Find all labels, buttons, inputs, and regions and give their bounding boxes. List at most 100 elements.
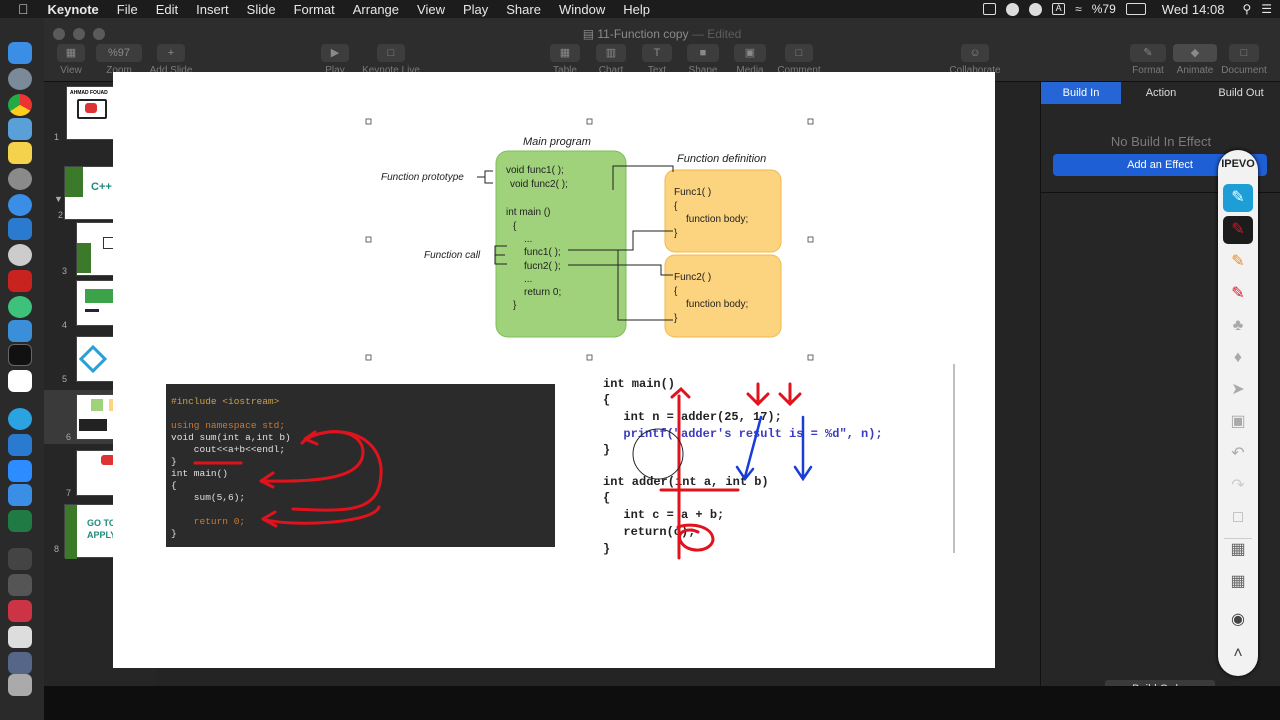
close-window-button[interactable] xyxy=(53,28,65,40)
excel-icon[interactable] xyxy=(8,510,32,532)
menu-share[interactable]: Share xyxy=(495,1,541,17)
tab-build-in[interactable]: Build In xyxy=(1041,82,1121,104)
collapse-chevron-icon[interactable]: ˄ xyxy=(1233,645,1243,662)
menu-window[interactable]: Window xyxy=(548,1,605,17)
recent-window-5[interactable] xyxy=(8,652,32,674)
telegram-icon[interactable] xyxy=(8,408,32,430)
safari-icon[interactable] xyxy=(8,194,32,216)
red-marker-icon[interactable]: ✎ xyxy=(1231,285,1245,302)
undo-icon[interactable]: ↶ xyxy=(1231,445,1245,462)
ipevo-highlighter-icon[interactable]: ✎ xyxy=(1223,184,1253,212)
android-icon[interactable] xyxy=(8,296,32,318)
selection-handles[interactable] xyxy=(365,118,814,361)
xcode-icon[interactable] xyxy=(8,320,32,342)
menu-edit[interactable]: Edit xyxy=(145,1,178,17)
minimize-window-button[interactable] xyxy=(73,28,85,40)
main-line: void func1( ); xyxy=(506,165,564,176)
play-label: Play xyxy=(325,65,345,76)
shape-button[interactable]: ■Shape xyxy=(687,44,719,76)
func2-line: { xyxy=(674,286,678,297)
zoom-window-button[interactable] xyxy=(93,28,105,40)
vscode-icon[interactable] xyxy=(8,218,32,240)
cursor-circle xyxy=(632,428,684,480)
stamp-icon[interactable]: ♣ xyxy=(1232,317,1244,334)
notes-icon[interactable] xyxy=(8,142,32,164)
tab-action[interactable]: Action xyxy=(1145,87,1177,99)
red-pen-icon[interactable]: ✎ xyxy=(1223,216,1253,244)
spotlight-icon[interactable]: ⚲ xyxy=(1242,2,1252,16)
finder-icon[interactable] xyxy=(8,42,32,64)
filezilla-icon[interactable] xyxy=(8,270,32,292)
menu-format[interactable]: Format xyxy=(283,1,335,17)
add-effect-button[interactable]: Add an Effect xyxy=(1053,154,1267,176)
menu-arrange[interactable]: Arrange xyxy=(342,1,399,17)
orange-pen-icon[interactable]: ✎ xyxy=(1231,253,1245,270)
chart-button[interactable]: ▥Chart xyxy=(596,44,626,76)
view-button[interactable]: ▦View xyxy=(57,44,85,76)
screenshot-icon[interactable] xyxy=(983,3,997,15)
wifi-icon[interactable]: ≈ xyxy=(1075,2,1082,16)
recent-window-3[interactable] xyxy=(8,600,32,622)
camera-icon[interactable]: ◉ xyxy=(1231,611,1245,628)
recent-window-4[interactable] xyxy=(8,626,32,648)
menu-play[interactable]: Play xyxy=(452,1,488,17)
apple-icon[interactable]:  xyxy=(0,1,39,17)
menu-slide[interactable]: Slide xyxy=(236,1,276,17)
code-editor-image xyxy=(166,384,555,547)
animate-label: Animate xyxy=(1176,65,1214,76)
table-button[interactable]: ▦Table xyxy=(550,44,580,76)
toolbox-icon[interactable]: ▣ xyxy=(1230,413,1246,430)
keynote-live-button[interactable]: □Keynote Live xyxy=(359,44,423,76)
table-icon: ▦ xyxy=(550,44,580,62)
document-button[interactable]: □Document xyxy=(1219,44,1269,76)
tab-build-out[interactable]: Build Out xyxy=(1218,87,1264,99)
slide-number: 5 xyxy=(62,374,68,384)
zoom-icon[interactable] xyxy=(8,460,32,482)
menu-help[interactable]: Help xyxy=(612,1,650,17)
eraser-icon[interactable]: ♦ xyxy=(1233,349,1243,366)
screen-capture-icon[interactable]: ▦ xyxy=(1230,541,1246,558)
trash-icon[interactable]: □ xyxy=(1233,509,1243,526)
visual-studio-icon[interactable] xyxy=(8,434,32,456)
format-button[interactable]: ✎Format xyxy=(1130,44,1166,76)
keynote-icon[interactable] xyxy=(8,484,32,506)
slide-collapse-icon[interactable]: ▼ xyxy=(54,194,63,204)
region-capture-icon[interactable]: ▦ xyxy=(1230,573,1246,590)
media-button[interactable]: ▣Media xyxy=(734,44,766,76)
control-center-icon[interactable]: ☰ xyxy=(1261,2,1272,16)
keynote-live-label: Keynote Live xyxy=(362,65,420,76)
add-slide-button[interactable]: +Add Slide xyxy=(147,44,195,76)
slide-thumb-title: C++ xyxy=(91,181,112,193)
play-button[interactable]: ▶Play xyxy=(315,44,355,76)
record-icon[interactable] xyxy=(1006,2,1020,16)
preview-icon[interactable] xyxy=(8,118,32,140)
sequel-icon[interactable] xyxy=(8,244,32,266)
menu-view[interactable]: View xyxy=(406,1,445,17)
notion-icon[interactable] xyxy=(8,370,32,392)
input-source-icon[interactable]: A xyxy=(1052,3,1066,15)
video-icon[interactable] xyxy=(1029,2,1043,16)
animate-button[interactable]: ◆ Animate xyxy=(1173,44,1217,76)
menu-app[interactable]: Keynote xyxy=(37,1,99,17)
comment-button[interactable]: □Comment xyxy=(774,44,824,76)
animate-icon: ◆ xyxy=(1173,44,1217,62)
slide-canvas[interactable]: Main program Function definition Functio… xyxy=(113,72,995,668)
menu-file[interactable]: File xyxy=(106,1,138,17)
recent-window-2[interactable] xyxy=(8,574,32,596)
redo-icon[interactable]: ↷ xyxy=(1231,477,1245,494)
launchpad-icon[interactable] xyxy=(8,68,32,90)
menu-insert[interactable]: Insert xyxy=(185,1,229,17)
clock[interactable]: Wed 14:08 xyxy=(1161,1,1225,17)
pointer-icon[interactable]: ➤ xyxy=(1231,381,1245,398)
system-prefs-icon[interactable] xyxy=(8,168,32,190)
trash-icon[interactable] xyxy=(8,674,32,696)
chrome-icon[interactable] xyxy=(8,94,32,116)
collaborate-button[interactable]: ☺Collaborate xyxy=(947,44,1003,76)
recent-window-1[interactable] xyxy=(8,548,32,570)
terminal-icon[interactable] xyxy=(8,344,32,366)
main-program-title: Main program xyxy=(523,136,591,148)
func2-box xyxy=(664,254,782,338)
battery-text[interactable]: %79 xyxy=(1091,2,1116,16)
